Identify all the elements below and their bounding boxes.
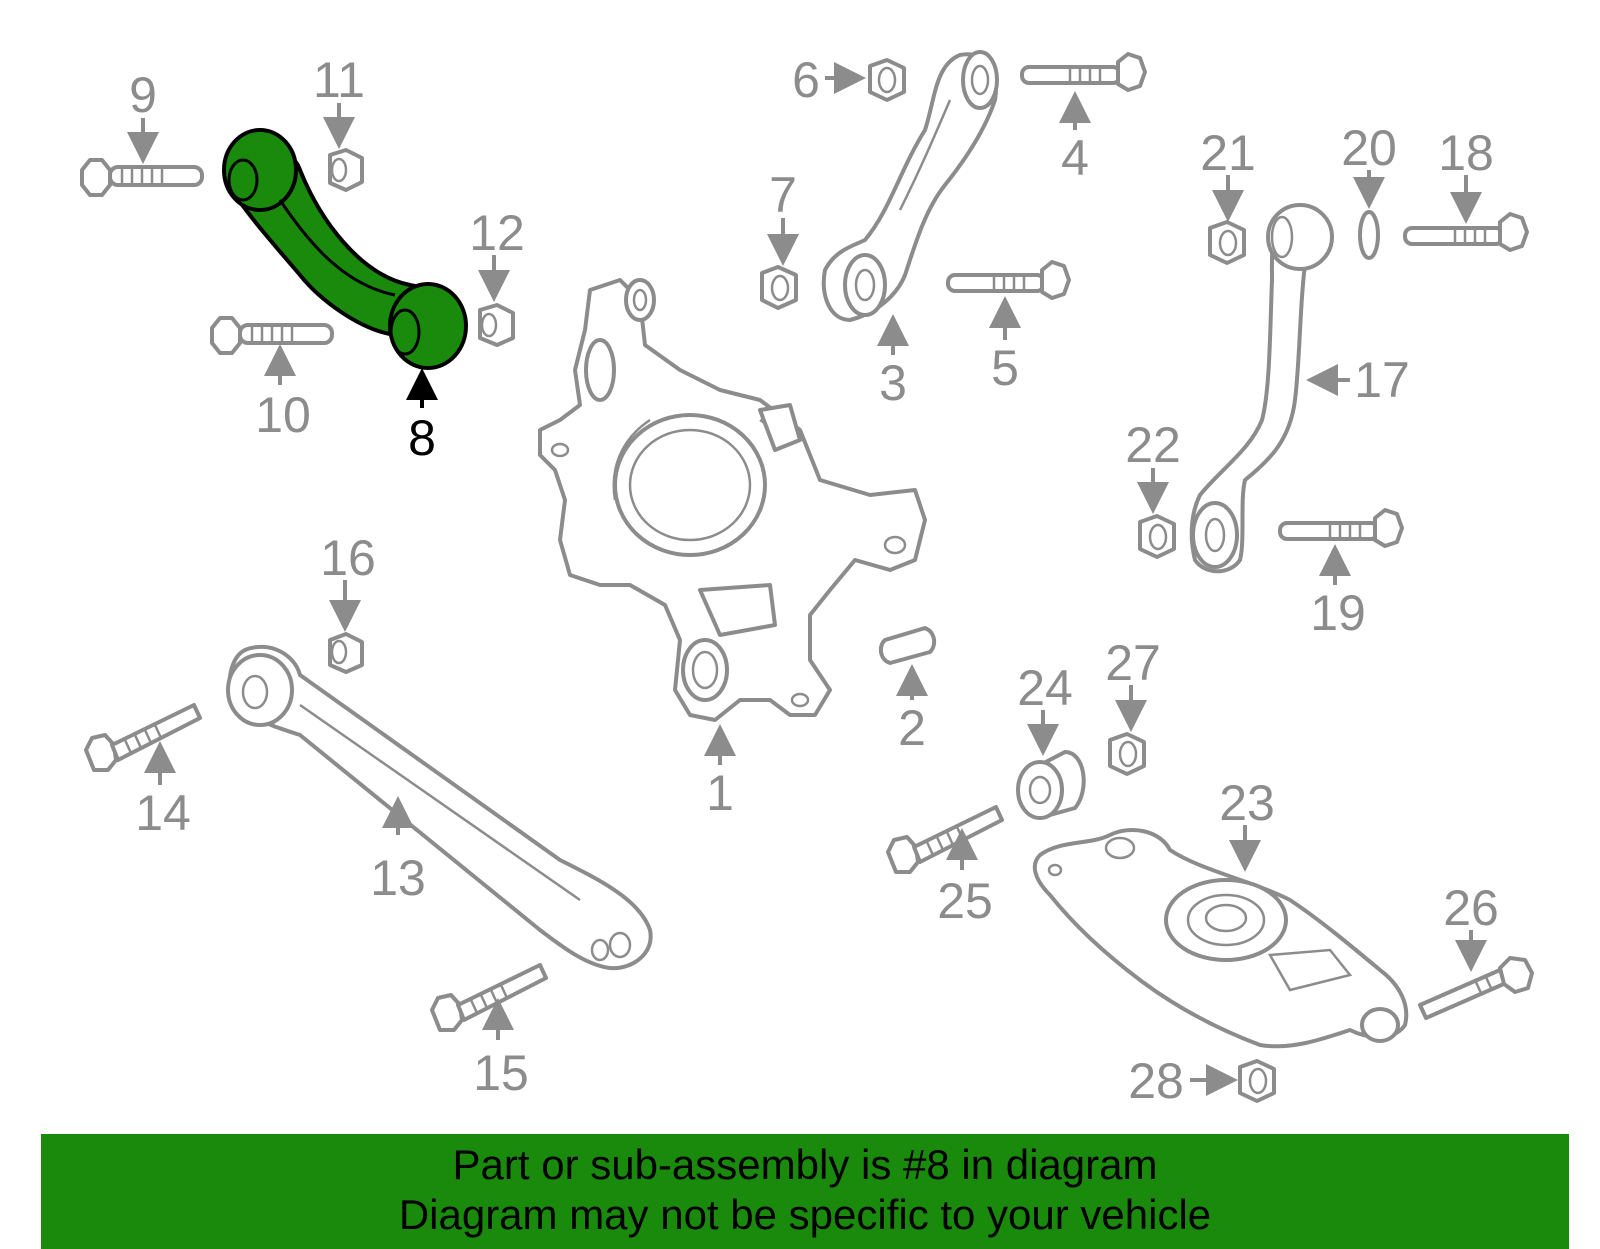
info-banner: Part or sub-assembly is #8 in diagram Di… [41, 1134, 1569, 1249]
part-10-bolt[interactable] [210, 316, 334, 355]
part-23-lower-arm[interactable] [1032, 828, 1409, 1049]
part-13-trailing-arm[interactable] [226, 644, 653, 971]
part-8-control-arm[interactable] [222, 128, 468, 370]
callout-26[interactable]: 26 [1443, 880, 1499, 936]
callout-16[interactable]: 16 [320, 530, 376, 586]
part-1-knuckle[interactable] [538, 278, 927, 722]
part-7-nut[interactable] [760, 265, 798, 310]
leader-arrows [127, 62, 1487, 1096]
callout-4[interactable]: 4 [1061, 130, 1089, 186]
callout-27[interactable]: 27 [1105, 635, 1161, 691]
part-17-link[interactable] [1189, 203, 1334, 574]
part-14-bolt[interactable] [84, 703, 202, 772]
part-9-bolt[interactable] [80, 158, 204, 197]
part-12-nut[interactable] [478, 303, 515, 347]
part-25-bolt[interactable] [886, 805, 1004, 874]
part-27-nut[interactable] [1108, 732, 1146, 776]
callout-12[interactable]: 12 [469, 205, 525, 261]
part-11-nut[interactable] [328, 148, 364, 192]
callout-17[interactable]: 17 [1354, 352, 1410, 408]
parts-diagram: 1 2 3 4 5 6 7 8 9 10 11 12 13 14 15 16 1… [80, 50, 1534, 1109]
callout-7[interactable]: 7 [769, 167, 797, 223]
callout-24[interactable]: 24 [1017, 660, 1073, 716]
callout-28[interactable]: 28 [1128, 1053, 1184, 1109]
callout-2[interactable]: 2 [898, 700, 926, 756]
part-15-bolt[interactable] [430, 963, 548, 1032]
callout-22[interactable]: 22 [1125, 417, 1181, 473]
callout-25[interactable]: 25 [937, 873, 993, 929]
part-26-bolt[interactable] [1418, 956, 1534, 1020]
part-21-nut[interactable] [1208, 220, 1246, 265]
banner-line-disclaimer: Diagram may not be specific to your vehi… [398, 1191, 1212, 1238]
part-4-bolt[interactable] [1020, 52, 1147, 92]
callout-15[interactable]: 15 [473, 1045, 529, 1101]
callout-20[interactable]: 20 [1341, 120, 1397, 176]
callout-6[interactable]: 6 [792, 52, 820, 108]
part-3-control-arm[interactable] [821, 50, 999, 322]
callout-8[interactable]: 8 [408, 410, 436, 466]
part-5-bolt[interactable] [946, 260, 1071, 300]
banner-line-part: Part or sub-assembly is #8 in diagram [452, 1141, 1158, 1188]
callout-1[interactable]: 1 [706, 765, 734, 821]
callout-9[interactable]: 9 [129, 67, 157, 123]
part-6-nut[interactable] [868, 58, 906, 102]
callout-21[interactable]: 21 [1200, 125, 1256, 181]
part-22-nut[interactable] [1138, 514, 1176, 559]
part-24-bushing[interactable] [1016, 750, 1086, 820]
callout-labels: 1 2 3 4 5 6 7 8 9 10 11 12 13 14 15 16 1… [129, 52, 1499, 1109]
callout-18[interactable]: 18 [1438, 125, 1494, 181]
part-19-bolt[interactable] [1278, 508, 1404, 548]
callout-19[interactable]: 19 [1310, 585, 1366, 641]
part-20-ring[interactable] [1358, 210, 1380, 260]
callout-13[interactable]: 13 [370, 850, 426, 906]
callout-10[interactable]: 10 [255, 387, 311, 443]
callout-14[interactable]: 14 [135, 785, 191, 841]
callout-23[interactable]: 23 [1219, 775, 1275, 831]
part-28-nut[interactable] [1238, 1059, 1276, 1103]
callout-3[interactable]: 3 [879, 355, 907, 411]
callout-5[interactable]: 5 [991, 340, 1019, 396]
callout-11[interactable]: 11 [313, 52, 365, 108]
part-2-pin[interactable] [878, 626, 937, 665]
part-18-bolt[interactable] [1403, 212, 1529, 252]
part-16-nut[interactable] [328, 632, 364, 674]
